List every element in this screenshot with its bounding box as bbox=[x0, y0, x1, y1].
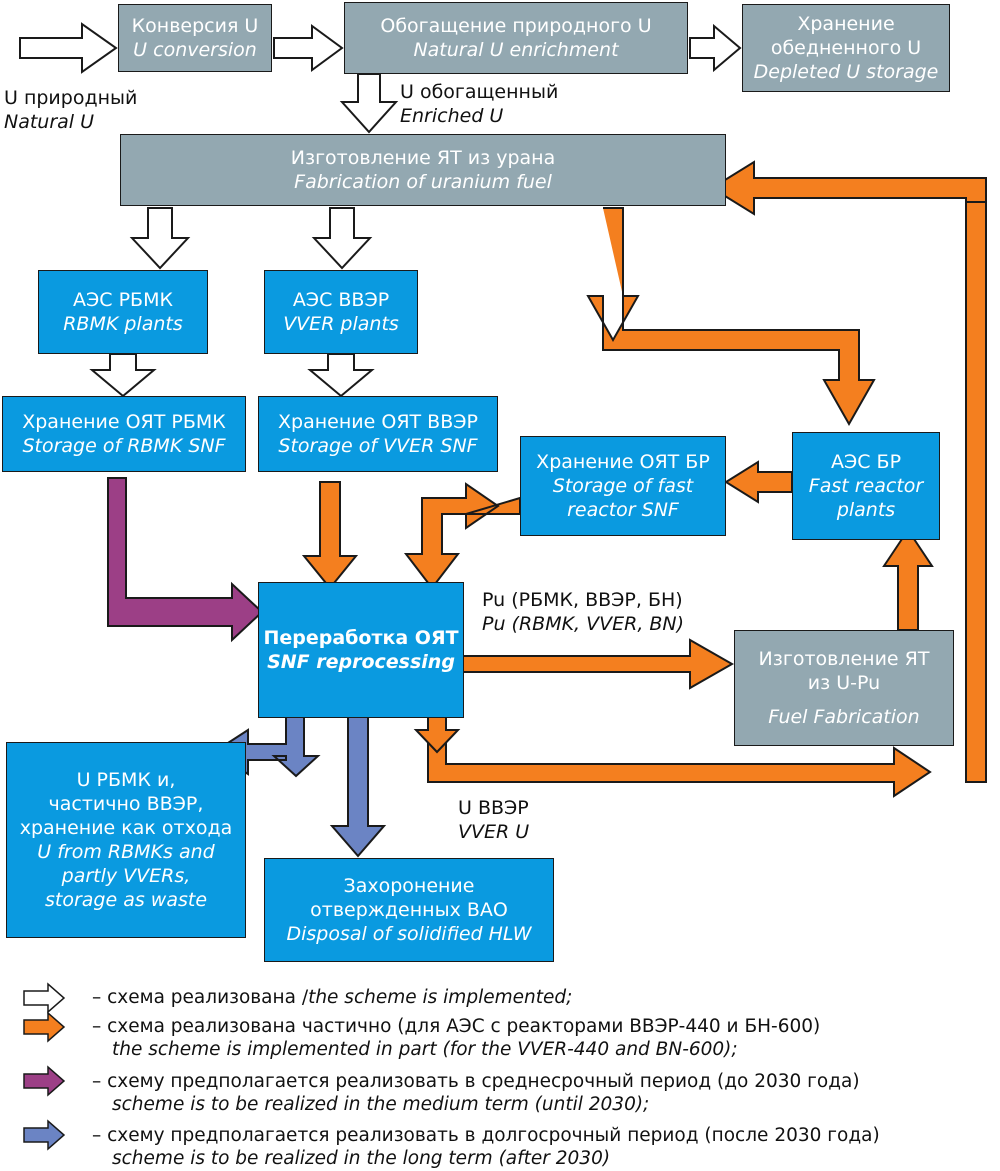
box-rbmk-plants: АЭС РБМК RBMK plants bbox=[38, 270, 208, 354]
box-en-label: U from RBMKs and partly VVERs, storage a… bbox=[37, 841, 215, 911]
box-ru-label: Изготовление ЯТ из U-Pu bbox=[758, 648, 930, 694]
box-en-label: Storage of RBMK SNF bbox=[22, 435, 226, 457]
label-natural-u: U природный Natural U bbox=[4, 86, 137, 134]
arrow-rbmk-storage-to-reprocessing bbox=[107, 477, 264, 643]
arrow-natural-u-to-conversion bbox=[19, 22, 118, 74]
box-u-waste-storage: U РБМК и, частично ВВЭР, хранение как от… bbox=[6, 742, 246, 938]
legend-en: the scheme is implemented; bbox=[308, 987, 573, 1008]
legend-blue-arrow-icon bbox=[23, 1119, 66, 1151]
arrow-enrichment-to-fabrication bbox=[339, 73, 399, 134]
box-natural-u-enrichment: Обогащение природного U Natural U enrich… bbox=[344, 2, 688, 74]
box-fast-reactor-plants: АЭС БР Fast reactor plants bbox=[792, 432, 940, 540]
label-vver-u: U ВВЭР VVER U bbox=[458, 796, 529, 844]
legend-white-arrow-icon bbox=[23, 982, 66, 1014]
legend-ru: – схему предполагается реализовать в дол… bbox=[92, 1125, 880, 1146]
arrow-vver-to-storage bbox=[307, 353, 375, 398]
box-ru-label: Обогащение природного U bbox=[380, 15, 652, 37]
box-ru-label: АЭС РБМК bbox=[73, 289, 173, 311]
arrow-rbmk-to-storage bbox=[89, 353, 157, 398]
box-snf-reprocessing: Переработка ОЯТ SNF reprocessing bbox=[258, 582, 464, 718]
box-en-label: RBMK plants bbox=[63, 313, 183, 335]
box-ru-label: Хранение ОЯТ РБМК bbox=[22, 411, 226, 433]
box-ru-label: Переработка ОЯТ bbox=[263, 627, 459, 649]
box-en-label: Storage of VVER SNF bbox=[278, 435, 478, 457]
label-ru: U ВВЭР bbox=[458, 797, 529, 819]
box-storage-fast-reactor-snf: Хранение ОЯТ БР Storage of fast reactor … bbox=[520, 436, 726, 536]
box-en-label: Depleted U storage bbox=[753, 61, 939, 83]
arrow-fabrication-to-vver bbox=[311, 207, 373, 270]
box-vver-plants: АЭС ВВЭР VVER plants bbox=[264, 270, 418, 354]
box-ru-label: Изготовление ЯТ из урана bbox=[290, 147, 556, 169]
box-ru-label: Хранение ОЯТ БР bbox=[536, 451, 710, 473]
arrow-reprocessing-to-upu-fabrication bbox=[459, 638, 735, 690]
arrow-reprocessing-to-hlw bbox=[329, 705, 387, 858]
label-pu: Pu (РБМК, ВВЭР, БН) Pu (RBMK, VVER, BN) bbox=[482, 588, 684, 636]
arrow-vver-storage-to-reprocessing bbox=[301, 481, 359, 590]
box-uranium-fuel-fabrication: Изготовление ЯТ из урана Fabrication of … bbox=[120, 134, 726, 206]
label-en: Enriched U bbox=[400, 105, 504, 127]
box-ru-label: Конверсия U bbox=[131, 15, 259, 37]
legend-item-long-term: – схему предполагается реализовать в дол… bbox=[92, 1124, 880, 1170]
box-ru-label: АЭС ВВЭР bbox=[292, 289, 390, 311]
arrow-enrichment-to-depleted bbox=[689, 23, 742, 73]
box-ru-label: Хранение ОЯТ ВВЭР bbox=[278, 411, 478, 433]
box-ru-label: Хранение обедненного U bbox=[770, 13, 922, 59]
legend-item-implemented: – схема реализована /the scheme is imple… bbox=[92, 986, 572, 1009]
box-ru-label: U РБМК и, частично ВВЭР, хранение как от… bbox=[19, 769, 233, 839]
box-en-label: Disposal of solidified HLW bbox=[286, 923, 532, 945]
legend-ru: – схема реализована частично (для АЭС с … bbox=[92, 1016, 821, 1037]
legend-en: scheme is to be realized in the long ter… bbox=[112, 1148, 611, 1169]
box-storage-vver-snf: Хранение ОЯТ ВВЭР Storage of VVER SNF bbox=[258, 396, 498, 472]
box-depleted-u-storage: Хранение обедненного U Depleted U storag… bbox=[742, 4, 950, 92]
label-en: Pu (RBMK, VVER, BN) bbox=[482, 613, 685, 635]
legend-en: scheme is to be realized in the medium t… bbox=[112, 1094, 650, 1115]
box-hlw-disposal: Захоронение отвержденных ВАО Disposal of… bbox=[264, 858, 554, 962]
legend-ru: – схему предполагается реализовать в сре… bbox=[92, 1071, 860, 1092]
arrow-fabrication-to-rbmk bbox=[129, 207, 191, 270]
legend-item-partial: – схема реализована частично (для АЭС с … bbox=[92, 1015, 820, 1061]
label-ru: U обогащенный bbox=[400, 81, 559, 103]
box-en-label: Fuel Fabrication bbox=[768, 706, 920, 728]
label-en: VVER U bbox=[458, 821, 530, 843]
box-en-label: Storage of fast reactor SNF bbox=[552, 475, 694, 521]
box-en-label: VVER plants bbox=[283, 313, 399, 335]
box-en-label: Natural U enrichment bbox=[413, 39, 619, 61]
box-u-conversion: Конверсия U U conversion bbox=[118, 4, 272, 72]
legend-en: the scheme is implemented in part (for t… bbox=[112, 1039, 738, 1060]
box-u-pu-fuel-fabrication: Изготовление ЯТ из U-Pu Fuel Fabrication bbox=[734, 630, 954, 746]
arrow-fr-storage-to-reprocessing bbox=[403, 482, 521, 590]
arrow-fabrication-to-fr-plants bbox=[586, 207, 876, 427]
box-en-label: Fabrication of uranium fuel bbox=[294, 171, 552, 193]
label-en: Natural U bbox=[4, 111, 95, 133]
box-ru-label: АЭС БР bbox=[830, 451, 902, 473]
arrow-fr-plants-to-fr-storage bbox=[724, 460, 793, 504]
legend-item-medium-term: – схему предполагается реализовать в сре… bbox=[92, 1070, 860, 1116]
label-enriched-u: U обогащенный Enriched U bbox=[400, 80, 558, 128]
box-en-label: Fast reactor plants bbox=[808, 475, 924, 521]
box-ru-label: Захоронение отвержденных ВАО bbox=[310, 875, 508, 921]
box-en-label: SNF reprocessing bbox=[267, 651, 455, 673]
arrow-loop-to-fabrication bbox=[710, 160, 987, 216]
box-storage-rbmk-snf: Хранение ОЯТ РБМК Storage of RBMK SNF bbox=[2, 396, 246, 472]
legend-purple-arrow-icon bbox=[23, 1065, 66, 1097]
legend-ru: – схема реализована / bbox=[92, 987, 309, 1008]
arrow-upu-fabrication-to-fr-plants bbox=[882, 528, 934, 631]
box-en-label: U conversion bbox=[133, 39, 257, 61]
label-ru: U природный bbox=[4, 87, 138, 109]
arrow-conversion-to-enrichment bbox=[273, 24, 344, 72]
label-ru: Pu (РБМК, ВВЭР, БН) bbox=[482, 589, 683, 611]
legend-orange-arrow-icon bbox=[23, 1011, 66, 1043]
